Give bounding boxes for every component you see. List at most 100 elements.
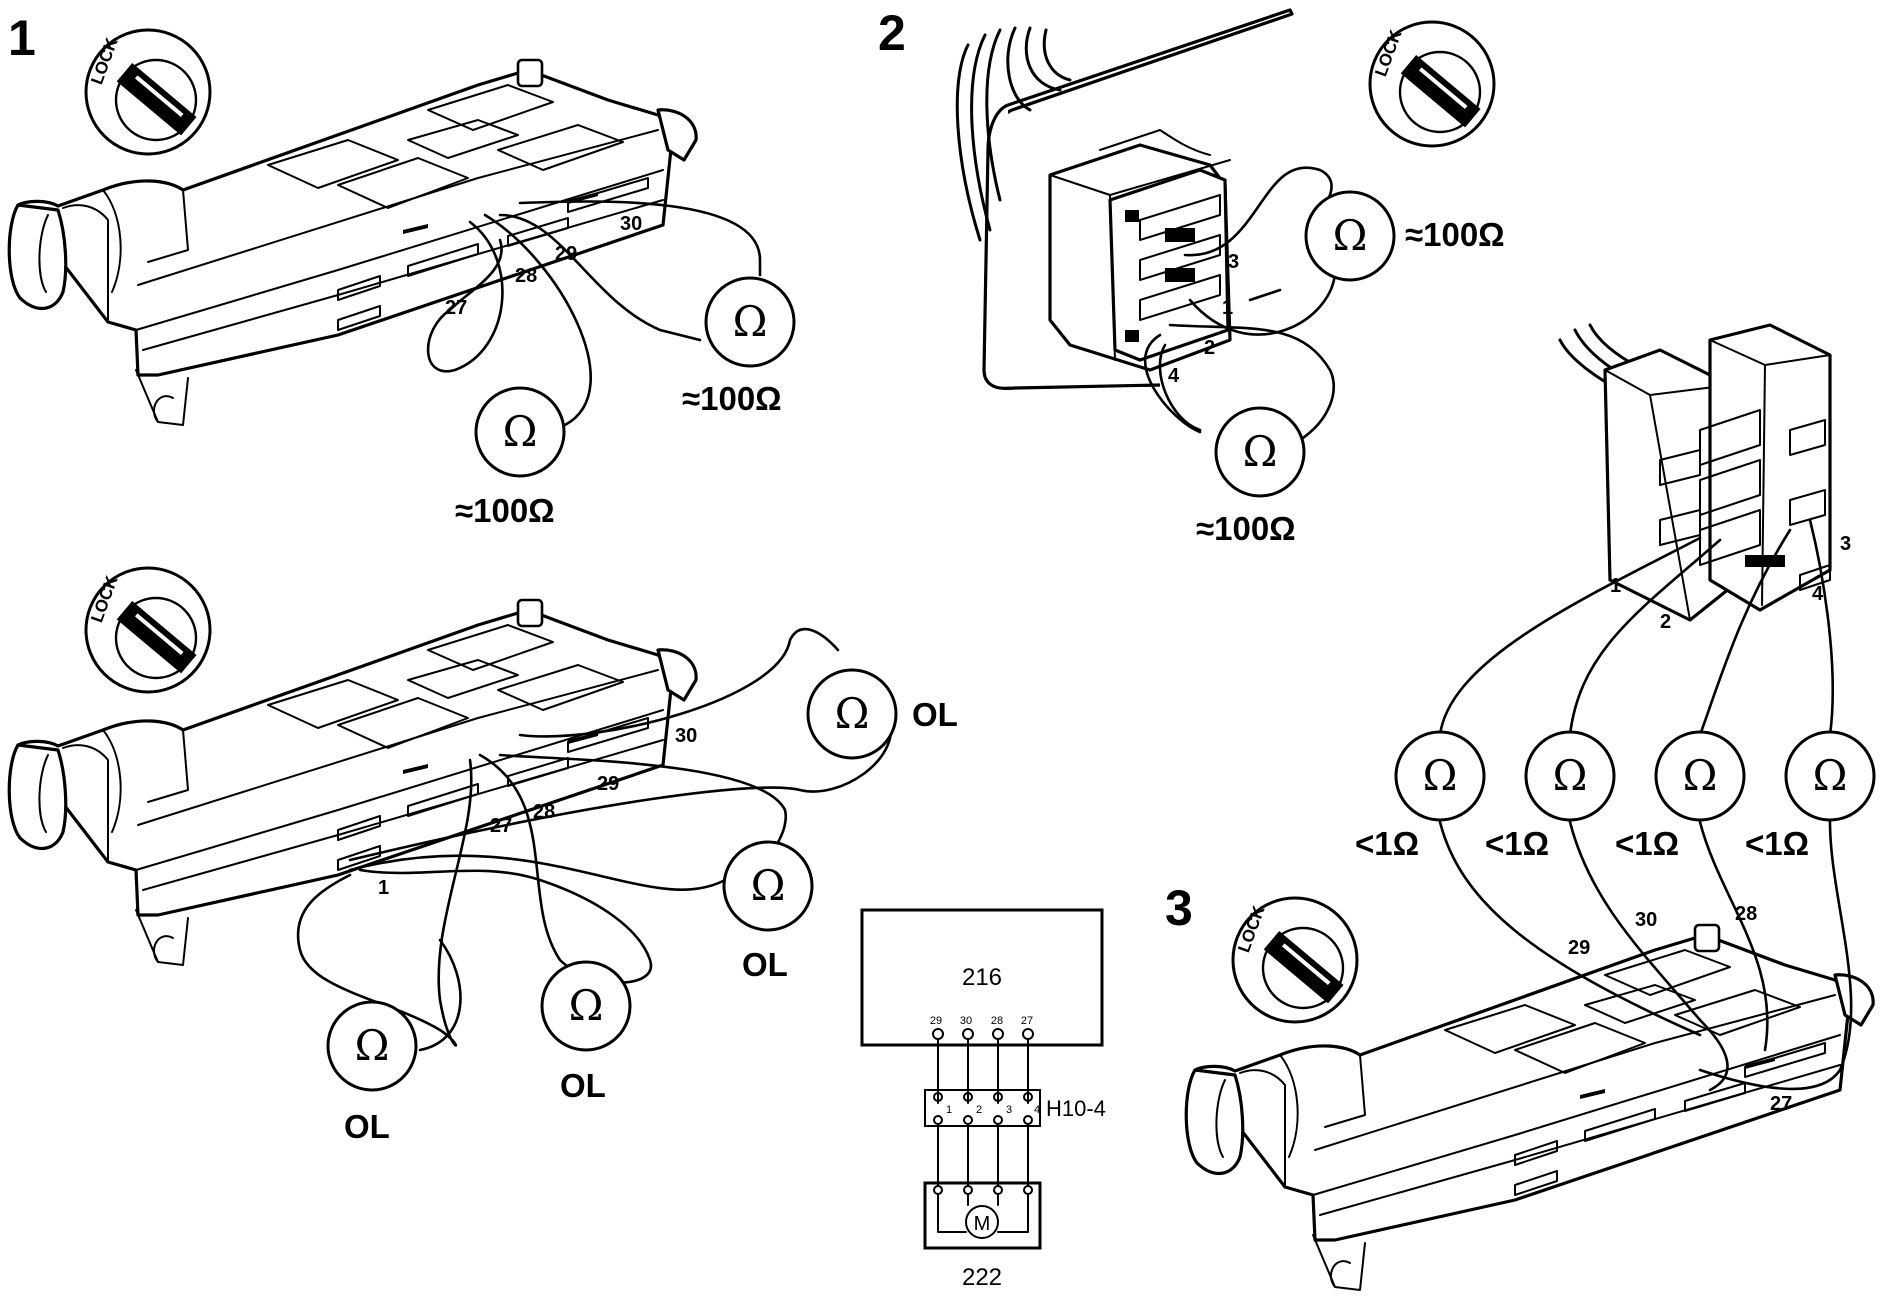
pin-label: 28 — [533, 801, 555, 823]
ohm-symbol: Ω — [751, 861, 786, 910]
module-216-pin: 30 — [960, 1015, 972, 1027]
test-lead — [1183, 166, 1333, 257]
test-lead — [1188, 268, 1337, 336]
resistance-reading: OL — [912, 696, 958, 733]
pin-label: 1 — [1610, 575, 1621, 597]
pin-label: 28 — [515, 265, 537, 287]
ohmmeter: Ω — [540, 960, 632, 1052]
ohm-symbol: Ω — [1553, 751, 1588, 800]
pin-label: 3 — [1840, 533, 1851, 555]
module-216-pin: 29 — [930, 1015, 942, 1027]
test-lead — [483, 213, 592, 427]
module-216-box — [860, 908, 1104, 1047]
ohmmeter: Ω — [722, 840, 814, 932]
motor-icon — [965, 1205, 999, 1239]
resistance-reading: <1Ω — [1745, 825, 1809, 862]
ohm-symbol: Ω — [1333, 211, 1368, 260]
resistance-reading: ≈100Ω — [1405, 216, 1505, 253]
test-lead — [1568, 538, 1722, 737]
ignition-lock-icon: LOCK — [1231, 896, 1359, 1024]
ohmmeter: Ω — [1214, 406, 1306, 498]
ohmmeter: Ω — [474, 386, 566, 478]
pin-label: 30 — [1635, 909, 1657, 931]
resistance-reading: <1Ω — [1615, 825, 1679, 862]
test-lead — [498, 213, 702, 342]
pin-label: 27 — [445, 297, 467, 319]
panel-3: 3 LOCK — [1165, 323, 1876, 1292]
ohm-symbol: Ω — [835, 689, 870, 738]
pin-label: 1 — [378, 877, 389, 899]
test-lead — [426, 220, 504, 373]
test-lead — [348, 854, 727, 891]
ohm-symbol: Ω — [1423, 751, 1458, 800]
module-216-pin: 27 — [1021, 1015, 1033, 1027]
module-216-pin: 28 — [991, 1015, 1003, 1027]
step-number-2: 2 — [878, 5, 906, 61]
ignition-lock-icon: LOCK — [84, 28, 212, 156]
resistance-reading: OL — [560, 1067, 606, 1104]
pin-label: 29 — [555, 243, 577, 265]
pin-label: 29 — [597, 773, 619, 795]
test-lead — [1158, 343, 1202, 432]
panel-1-open-circuit: LOCK Ω Ω Ω Ω 30 29 28 27 1 — [7, 566, 958, 1145]
ignition-lock-icon: LOCK — [1368, 20, 1496, 148]
pin-label: 27 — [490, 815, 512, 837]
ohmmeter: Ω — [704, 276, 796, 368]
pin-label: 30 — [675, 725, 697, 747]
ohm-symbol: Ω — [503, 407, 538, 456]
ohm-symbol: Ω — [733, 297, 768, 346]
ignition-lock-icon: LOCK — [84, 566, 212, 694]
connector-pin: 3 — [1006, 1104, 1012, 1116]
test-lead — [1698, 820, 1853, 1091]
motor-connector — [955, 8, 1294, 391]
pin-label: 2 — [1204, 337, 1215, 359]
pin-label: 3 — [1228, 251, 1239, 273]
test-lead — [1698, 528, 1792, 737]
ohmmeter: Ω — [1784, 730, 1876, 822]
resistance-reading: OL — [344, 1108, 390, 1145]
pin-label: 4 — [1812, 583, 1824, 605]
ohm-symbol: Ω — [1683, 751, 1718, 800]
resistance-reading: ≈100Ω — [455, 492, 555, 529]
pin-label: 27 — [1770, 1093, 1792, 1115]
test-lead — [1168, 323, 1335, 442]
pin-label: 2 — [1660, 611, 1671, 633]
test-lead — [296, 758, 473, 1047]
schematic: 216 29 30 28 27 1 2 3 4 H10-4 M — [860, 908, 1106, 1291]
connector-h10-4 — [924, 1089, 1041, 1127]
pin-label: 28 — [1735, 903, 1757, 925]
harness-connector — [1558, 323, 1832, 622]
ohmmeter: Ω — [1304, 190, 1396, 282]
test-lead — [1248, 288, 1282, 302]
connector-label: H10-4 — [1046, 1096, 1106, 1121]
test-lead — [418, 938, 462, 1052]
test-lead — [518, 627, 840, 738]
pin-label: 4 — [1168, 365, 1180, 387]
test-lead — [1808, 518, 1835, 737]
panel-1: 1 LOCK Ω Ω 30 29 28 27 ≈100Ω ≈100Ω — [7, 10, 796, 529]
resistance-reading: ≈100Ω — [1196, 510, 1296, 547]
connector-pin: 1 — [946, 1104, 952, 1116]
connector-pin: 2 — [976, 1104, 982, 1116]
step-number-1: 1 — [8, 10, 36, 66]
ohmmeter: Ω — [326, 1000, 418, 1092]
resistance-reading: <1Ω — [1355, 825, 1419, 862]
connector-pin: 4 — [1034, 1104, 1040, 1116]
motor-222-box — [923, 1181, 1042, 1250]
test-lead — [1568, 820, 1729, 1092]
test-lead — [518, 200, 762, 277]
ohm-symbol: Ω — [1243, 427, 1278, 476]
ohm-symbol: Ω — [569, 981, 604, 1030]
pin-label: 30 — [620, 213, 642, 235]
ohmmeter: Ω — [1524, 730, 1616, 822]
ohmmeter: Ω — [1394, 730, 1486, 822]
resistance-reading: ≈100Ω — [682, 380, 782, 417]
test-lead — [358, 753, 653, 984]
resistance-reading: OL — [742, 946, 788, 983]
test-lead — [348, 718, 893, 862]
resistance-reading: <1Ω — [1485, 825, 1549, 862]
test-lead — [1698, 820, 1769, 1052]
pin-label: 29 — [1568, 937, 1590, 959]
ohmmeter: Ω — [1654, 730, 1746, 822]
